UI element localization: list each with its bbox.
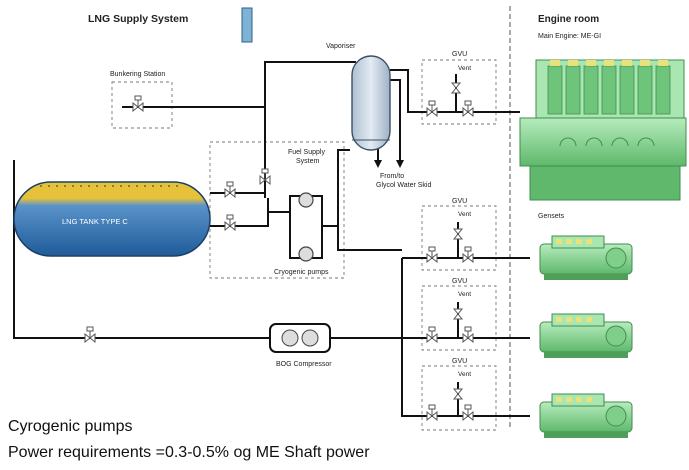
fuel-supply-label-1: Fuel Supply — [288, 149, 325, 156]
gvu-label-main: GVU — [452, 51, 467, 58]
gvu-label-1: GVU — [452, 198, 467, 205]
diagram-title: LNG Supply System — [88, 13, 188, 25]
fuel-supply-system-box — [209, 141, 345, 279]
gvu-box-main — [421, 59, 497, 125]
fuel-supply-label-2: System — [296, 158, 320, 165]
pipe-return-top — [264, 61, 356, 180]
glycol-label-1: From/to — [380, 173, 404, 180]
main-engine-label: Main Engine: ME-GI — [538, 33, 601, 40]
engine-room-label: Engine room — [538, 14, 599, 25]
arrow-glycol-in — [374, 160, 382, 168]
vaporiser-label: Vaporiser — [326, 43, 356, 50]
pipe-tank-liquid — [210, 198, 269, 227]
main-engine-image — [519, 59, 687, 201]
gvu-label-2: GVU — [452, 278, 467, 285]
pipe-pumps-to-vaporiser — [322, 149, 350, 227]
bunkering-station-box — [111, 81, 173, 129]
pipe-glycol — [390, 79, 401, 160]
genset-3 — [539, 393, 633, 439]
lng-tank-label: LNG TANK TYPE C — [62, 217, 128, 226]
pipe-to-genset-header — [337, 226, 402, 251]
level-indicator-marker — [241, 7, 253, 43]
lng-tank — [13, 181, 211, 257]
gvu-box-1 — [421, 205, 497, 271]
gvu-box-3 — [421, 365, 497, 431]
cryogenic-pump-icons — [298, 192, 314, 262]
cryogenic-pumps-label: Cryogenic pumps — [274, 269, 329, 276]
vaporiser-vessel — [351, 55, 391, 151]
arrow-glycol-out — [396, 160, 404, 168]
gvu-box-2 — [421, 285, 497, 351]
pipe-genset-header — [401, 258, 530, 417]
caption-line-2: Power requirements =0.3-0.5% og ME Shaft… — [8, 444, 370, 461]
genset-2 — [539, 313, 633, 359]
gensets-label: Gensets — [538, 213, 565, 220]
bog-compressor-label: BOG Compressor — [276, 361, 332, 368]
dashed-boundaries — [111, 59, 497, 431]
vent-label-3: Vent — [458, 371, 471, 378]
bog-compressor — [269, 323, 331, 353]
gvu-label-3: GVU — [452, 358, 467, 365]
vent-label-1: Vent — [458, 211, 471, 218]
glycol-label-2: Glycol Water Skid — [376, 182, 431, 189]
pipework — [13, 61, 530, 417]
vent-label-main: Vent — [458, 65, 471, 72]
vent-label-2: Vent — [458, 291, 471, 298]
genset-1 — [539, 235, 633, 281]
bunkering-station-label: Bunkering Station — [110, 71, 165, 78]
caption-line-1: Cyrogenic pumps — [8, 418, 133, 435]
